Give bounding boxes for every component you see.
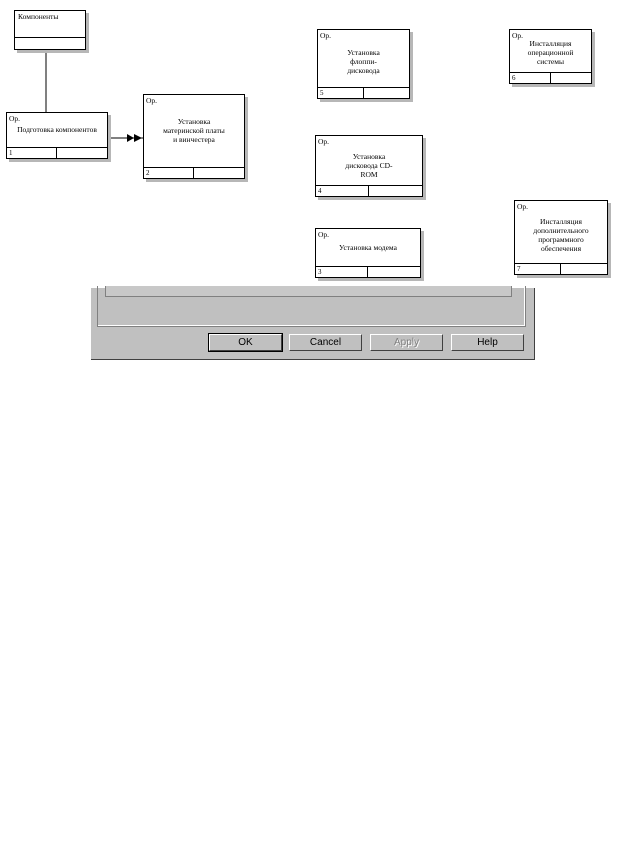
double-arrowhead-icon <box>134 134 142 142</box>
node-footer-cell <box>369 186 422 196</box>
node-floppy[interactable]: Ор. Установка флоппи-дисковода 5 <box>317 29 410 99</box>
node-footer: 4 <box>316 185 422 196</box>
node-code: Ор. <box>318 230 330 239</box>
node-name: Установка дисковода CD-ROM <box>345 152 393 179</box>
help-button[interactable]: Help <box>451 334 524 351</box>
node-name: Инсталляция дополнительного программного… <box>533 217 589 253</box>
entity-komponenty[interactable]: Компоненты <box>14 10 86 50</box>
node-name: Установка материнской платы и винчестера <box>163 117 225 144</box>
node-number: 4 <box>316 186 369 196</box>
node-code: Ор. <box>512 31 524 40</box>
entity-label: Компоненты <box>18 12 59 21</box>
node-number: 5 <box>318 88 364 98</box>
node-code: Ор. <box>9 114 21 123</box>
node-name: Установка модема <box>339 243 397 252</box>
node-footer: 6 <box>510 72 591 83</box>
node-motherboard[interactable]: Ор. Установка материнской платы и винчес… <box>143 94 245 179</box>
node-code: Ор. <box>318 137 330 146</box>
ok-button[interactable]: OK <box>208 333 283 352</box>
cancel-button[interactable]: Cancel <box>289 334 362 351</box>
node-name: Подготовка компонентов <box>17 125 97 134</box>
node-code: Ор. <box>320 31 332 40</box>
entity-divider <box>15 37 85 38</box>
node-footer-cell <box>194 168 244 178</box>
node-modem[interactable]: Ор. Установка модема 3 <box>315 228 421 278</box>
node-number: 6 <box>510 73 551 83</box>
node-podgotovka[interactable]: Ор. Подготовка компонентов 1 <box>6 112 108 159</box>
node-extra-software[interactable]: Ор. Инсталляция дополнительного программ… <box>514 200 608 275</box>
node-footer-cell <box>57 148 107 158</box>
node-os[interactable]: Ор. Инсталляция операционной системы 6 <box>509 29 592 84</box>
node-footer: 5 <box>318 87 409 98</box>
node-number: 1 <box>7 148 57 158</box>
dialog-inner-frame <box>105 286 512 297</box>
diagram-connectors <box>45 49 143 142</box>
node-footer: 7 <box>515 263 607 274</box>
double-arrowhead-icon <box>127 134 134 142</box>
node-code: Ор. <box>517 202 529 211</box>
node-number: 2 <box>144 168 194 178</box>
properties-dialog: OK Cancel Apply Help <box>91 286 535 360</box>
node-name: Инсталляция операционной системы <box>527 39 574 66</box>
apply-button[interactable]: Apply <box>370 334 443 351</box>
node-footer-cell <box>561 264 607 274</box>
node-number: 3 <box>316 267 368 277</box>
node-name: Установка флоппи-дисковода <box>347 48 380 75</box>
node-footer: 2 <box>144 167 244 178</box>
node-code: Ор. <box>146 96 158 105</box>
node-number: 7 <box>515 264 561 274</box>
node-footer-cell <box>368 267 420 277</box>
node-footer: 1 <box>7 147 107 158</box>
dialog-panel <box>97 286 526 327</box>
node-footer-cell <box>364 88 410 98</box>
node-footer: 3 <box>316 266 420 277</box>
node-footer-cell <box>551 73 592 83</box>
node-cdrom[interactable]: Ор. Установка дисковода CD-ROM 4 <box>315 135 423 197</box>
